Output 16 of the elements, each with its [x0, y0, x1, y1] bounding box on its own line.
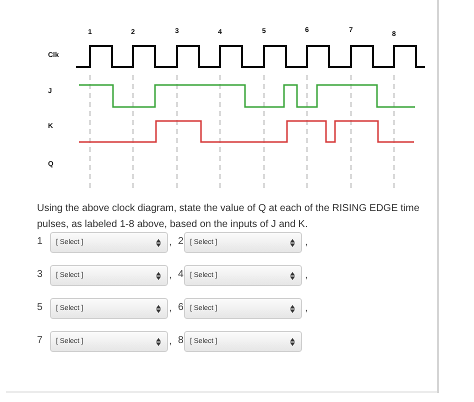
item-number: 4 — [178, 269, 184, 280]
punctuation: , — [305, 237, 308, 248]
punctuation: , — [169, 303, 172, 314]
item-number: 2 — [178, 236, 184, 247]
item-number: 5 — [37, 302, 43, 313]
punctuation: , — [305, 270, 308, 281]
item-number: 6 — [178, 302, 184, 313]
punctuation: , — [305, 303, 308, 314]
item-number: 8 — [178, 335, 184, 346]
item-number: 1 — [37, 236, 43, 247]
question-text: Using the above clock diagram, state the value of Q at each of the RISING EDGE time pulses, as labeled 1-8 above, based on the inputs of J and K. — [37, 202, 420, 232]
punctuation: , — [169, 237, 172, 248]
item-number: 7 — [37, 335, 43, 346]
punctuation: , — [169, 270, 172, 281]
punctuation: , — [169, 336, 172, 347]
item-number: 3 — [37, 269, 43, 280]
